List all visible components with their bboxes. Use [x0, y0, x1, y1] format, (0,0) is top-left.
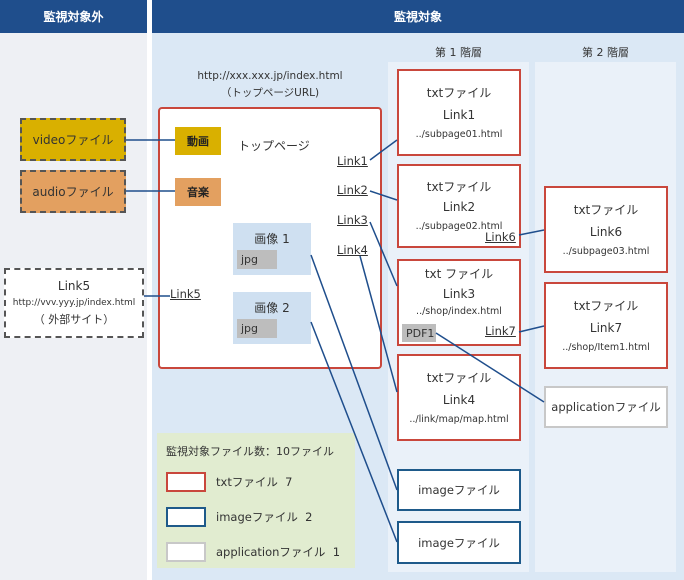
video-tag: 動画: [175, 127, 221, 155]
level2-link6-name: Link6: [589, 224, 623, 239]
level2-link7-path: ../shop/Item1.html: [562, 341, 650, 353]
level1-link3-name: Link3: [442, 286, 476, 301]
header-monitored: 監視対象: [152, 0, 684, 33]
link5-label[interactable]: Link5: [170, 287, 201, 301]
image1-jpg: jpg: [237, 250, 277, 269]
image2-jpg: jpg: [237, 319, 277, 338]
application-file: applicationファイル: [544, 386, 668, 428]
level1-link1-path: ../subpage01.html: [415, 128, 503, 140]
link3-label[interactable]: Link3: [337, 213, 368, 227]
level1-link3-path: ../shop/index.html: [416, 305, 502, 317]
line-link1: [369, 139, 398, 161]
line-link6: [518, 229, 545, 236]
level2-link7-name: Link7: [589, 320, 623, 335]
legend-label-txt: txtファイル 7: [216, 475, 293, 489]
image-file-2: imageファイル: [397, 521, 521, 564]
link7-label[interactable]: Link7: [485, 324, 516, 338]
level2-link6-type: txtファイル: [573, 202, 639, 217]
line-image1: [310, 254, 398, 491]
pdf1-tag: PDF1: [402, 324, 436, 342]
level1-link1-type: txtファイル: [426, 85, 492, 100]
top-url-line2: （トップページURL): [220, 87, 320, 99]
level2-link6-box: txtファイル Link6 ../subpage03.html: [544, 186, 668, 273]
line-link4: [359, 255, 398, 393]
level1-link2-type: txtファイル: [426, 180, 492, 194]
level2-link6-path: ../subpage03.html: [562, 245, 650, 257]
external-site-url[interactable]: http://vvv.yyy.jp/index.html: [12, 298, 136, 308]
line-pdf: [435, 332, 545, 403]
audio-tag: 音楽: [175, 178, 221, 206]
level1-link2-path: ../subpage02.html: [415, 221, 503, 232]
level1-link4-type: txtファイル: [426, 370, 492, 385]
top-url-line1: http://xxx.xxx.jp/index.html: [197, 70, 343, 82]
link4-label[interactable]: Link4: [337, 243, 368, 257]
external-site-box: Link5 http://vvv.yyy.jp/index.html （ 外部サ…: [4, 268, 144, 338]
level2-link7-box: txtファイル Link7 ../shop/Item1.html: [544, 282, 668, 369]
legend-label-image: imageファイル 2: [216, 510, 313, 524]
legend-swatch-image: [166, 507, 206, 527]
link2-label[interactable]: Link2: [337, 183, 368, 197]
line-image2: [310, 321, 398, 543]
legend-title: 監視対象ファイル数：10ファイル: [166, 445, 334, 458]
legend-swatch-txt: [166, 472, 206, 492]
level1-link1-name: Link1: [442, 107, 476, 122]
link1-label[interactable]: Link1: [337, 154, 368, 168]
level1-link4-box: txtファイル Link4 ../link/map/map.html: [397, 354, 521, 441]
video-file: videoファイル: [20, 118, 126, 161]
line-link7: [518, 325, 545, 333]
level1-title: 第 1 階層: [435, 46, 482, 59]
external-site-title: Link5: [57, 279, 91, 293]
line-link3: [369, 221, 398, 287]
line-link2: [369, 190, 398, 201]
level2-link7-type: txtファイル: [573, 298, 639, 313]
legend-label-application: applicationファイル 1: [216, 545, 341, 559]
header-outside: 監視対象外: [0, 0, 147, 33]
link6-label[interactable]: Link6: [485, 230, 516, 244]
audio-file: audioファイル: [20, 170, 126, 213]
level1-link3-type: txt ファイル: [424, 266, 494, 281]
level2-title: 第 2 階層: [582, 46, 629, 59]
top-page-title: トップページ: [238, 139, 310, 153]
legend-swatch-application: [166, 542, 206, 562]
level1-link1-box: txtファイル Link1 ../subpage01.html: [397, 69, 521, 156]
level1-link2-box: txtファイル Link2 ../subpage02.html: [397, 164, 521, 248]
level1-link4-name: Link4: [442, 392, 476, 407]
level1-link2-name: Link2: [442, 200, 476, 214]
level1-link4-path: ../link/map/map.html: [409, 413, 509, 425]
image2-label: 画像 2: [254, 301, 290, 315]
image1-label: 画像 1: [254, 232, 290, 246]
image-file-1: imageファイル: [397, 469, 521, 511]
external-site-label: （ 外部サイト）: [33, 313, 115, 326]
